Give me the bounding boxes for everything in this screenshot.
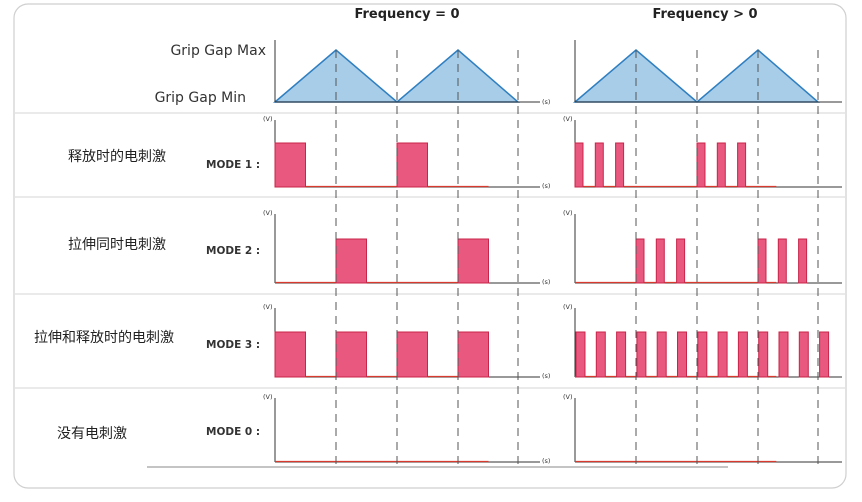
grip-gap-min-label: Grip Gap Min	[155, 90, 246, 106]
stimulus-pulse	[635, 238, 645, 284]
unit-seconds: (s)	[542, 182, 550, 190]
row-label-mode2: 拉伸同时电刺激	[68, 236, 166, 253]
stimulus-pulse	[696, 142, 706, 188]
stimulus-pulse	[274, 331, 306, 378]
unit-volts: (V)	[263, 303, 273, 311]
stimulus-pulse	[758, 331, 769, 378]
stimulus-pulse	[396, 331, 428, 378]
stimulus-pulse	[594, 142, 604, 188]
stimulus-pulse	[778, 331, 789, 378]
stimulus-pulse	[677, 331, 687, 378]
stimulus-pulse	[798, 331, 809, 378]
unit-seconds: (s)	[542, 372, 550, 380]
row-label-mode0: 没有电刺激	[57, 425, 127, 442]
stimulus-pulse	[655, 238, 665, 284]
stimulus-pulse	[574, 142, 584, 188]
stimulus-pulse	[656, 331, 667, 378]
row-separators	[15, 112, 845, 389]
unit-volts: (V)	[263, 393, 273, 401]
stimulus-pulse	[335, 331, 367, 378]
stimulus-pulse	[819, 331, 830, 378]
grip-wave-right	[572, 40, 842, 103]
stimulus-pulse	[274, 142, 306, 188]
stimulus-pulse	[595, 331, 606, 378]
stimulus-pulse	[717, 331, 728, 378]
stimulus-pulse	[757, 238, 767, 284]
stimulus-pulse	[636, 331, 647, 378]
header-frequency-zero: Frequency = 0	[354, 7, 459, 22]
stimulus-pulse	[396, 142, 428, 188]
mode-label-1: MODE 1 :	[206, 159, 260, 171]
stimulus-pulse	[716, 142, 726, 188]
stimulus-pulse	[457, 238, 489, 284]
unit-seconds: (s)	[542, 98, 550, 106]
row-label-mode1: 释放时的电刺激	[68, 148, 166, 165]
stimulus-pulse	[575, 331, 586, 378]
unit-volts: (V)	[563, 303, 573, 311]
mode-label-0: MODE 0 :	[206, 426, 260, 438]
unit-seconds: (s)	[542, 278, 550, 286]
grip-gap-max-label: Grip Gap Max	[170, 43, 266, 59]
unit-volts: (V)	[263, 115, 273, 123]
stimulus-pulse	[697, 331, 708, 378]
stimulus-pulse	[676, 238, 686, 284]
stimulus-pulse	[737, 331, 748, 378]
row-label-mode3: 拉伸和释放时的电刺激	[34, 329, 174, 346]
unit-volts: (V)	[563, 393, 573, 401]
stimulus-pulse	[798, 238, 808, 284]
stimulus-pulse	[737, 142, 747, 188]
unit-seconds: (s)	[542, 457, 550, 465]
stimulus-pulse	[777, 238, 787, 284]
mode-label-2: MODE 2 :	[206, 245, 260, 257]
mode-label-3: MODE 3 :	[206, 339, 260, 351]
grip-wave-left: (s)	[272, 40, 550, 106]
stimulus-pulse	[457, 331, 489, 378]
unit-volts: (V)	[563, 115, 573, 123]
stimulus-pulse	[335, 238, 367, 284]
header-frequency-positive: Frequency > 0	[652, 7, 757, 22]
unit-volts: (V)	[263, 209, 273, 217]
unit-volts: (V)	[563, 209, 573, 217]
stimulus-pulse	[616, 331, 627, 378]
stimulus-pulse	[615, 142, 625, 188]
